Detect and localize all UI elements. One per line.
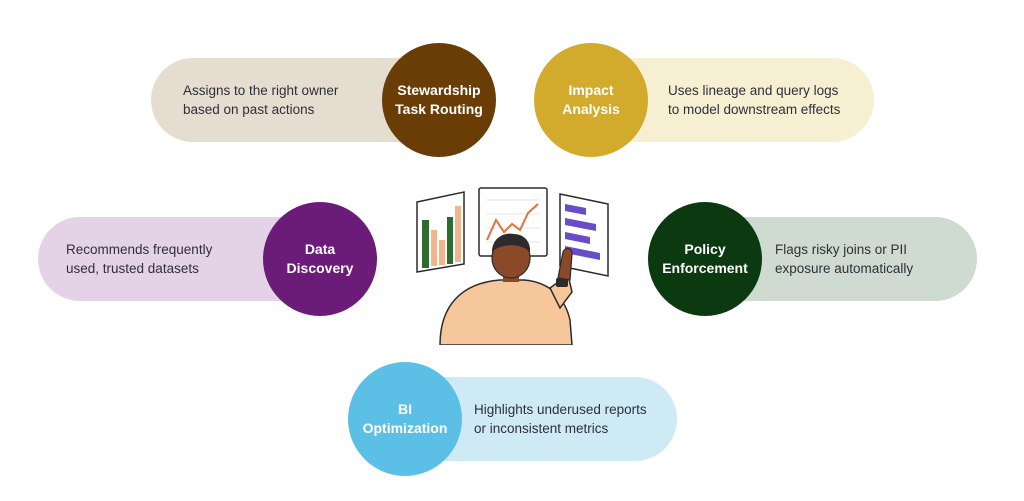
- impact-analysis-circle: Impact Analysis: [534, 43, 648, 157]
- bi-optimization-circle: BI Optimization: [348, 362, 462, 476]
- policy-enforcement-circle: Policy Enforcement: [648, 202, 762, 316]
- stewardship-description: Assigns to the right owner based on past…: [183, 83, 339, 117]
- data-discovery-circle: Data Discovery: [263, 202, 377, 316]
- policy-description: Flags risky joins or PII exposure automa…: [775, 242, 914, 276]
- stewardship-task-routing-circle: Stewardship Task Routing: [382, 43, 496, 157]
- person-icon: [439, 233, 573, 345]
- analyst-with-dashboards-illustration: [416, 187, 609, 345]
- bi-description: Highlights underused reports or inconsis…: [474, 402, 647, 436]
- bar-chart-card-icon: [416, 191, 465, 273]
- data-discovery-description: Recommends frequently used, trusted data…: [66, 242, 213, 276]
- impact-description: Uses lineage and query logs to model dow…: [668, 83, 841, 117]
